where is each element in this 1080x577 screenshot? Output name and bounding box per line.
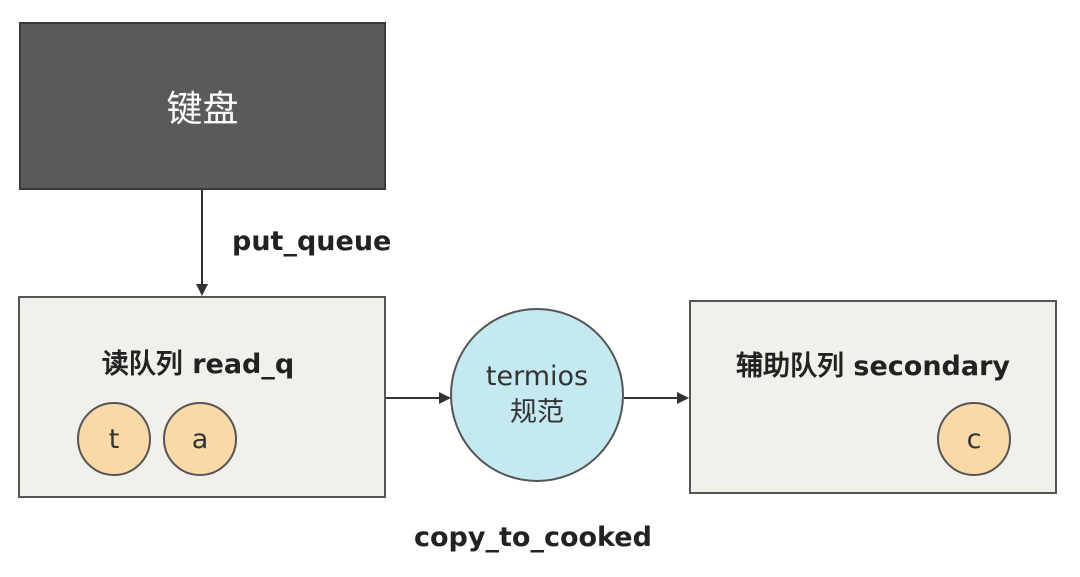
queue-item-a: a [163, 402, 237, 476]
read-queue-node: 读队列 read_q t a [18, 296, 386, 498]
termios-label: termios [485, 361, 589, 392]
read-queue-title: 读队列 read_q [101, 349, 295, 380]
termios-node: termios 规范 [450, 308, 624, 482]
secondary-queue-title: 辅助队列 secondary [735, 351, 1011, 382]
keyboard-node: 键盘 [19, 22, 386, 190]
termios-subtitle: 规范 [510, 397, 564, 428]
copy-to-cooked-label: copy_to_cooked [414, 522, 652, 553]
keyboard-label: 键盘 [166, 89, 239, 130]
put-queue-label: put_queue [232, 226, 392, 257]
queue-item-c: c [937, 402, 1011, 476]
secondary-queue-node: 辅助队列 secondary c [689, 300, 1057, 494]
queue-item-t: t [77, 402, 151, 476]
